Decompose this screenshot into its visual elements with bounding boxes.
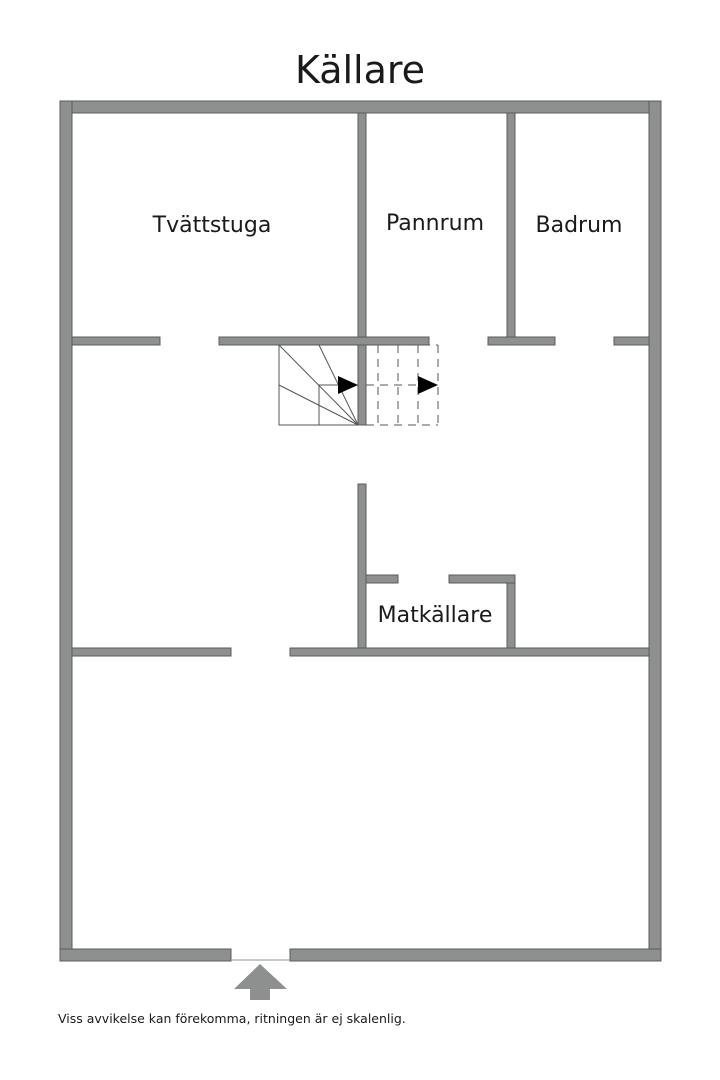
room-label-badrum: Badrum xyxy=(536,213,623,238)
stair-direction-arrow-icon xyxy=(338,376,358,394)
room-label-tvattstuga: Tvättstuga xyxy=(152,213,272,238)
stair-direction-arrow-icon xyxy=(418,376,438,394)
walls xyxy=(59,100,662,962)
entrance-arrow-up-icon xyxy=(234,964,287,1000)
room-labels: Tvättstuga Pannrum Badrum Matkällare xyxy=(152,211,623,628)
staircase xyxy=(278,344,439,426)
disclaimer-text: Viss avvikelse kan förekomma, ritningen … xyxy=(58,1011,406,1026)
room-label-matkallare: Matkällare xyxy=(378,603,493,628)
room-label-pannrum: Pannrum xyxy=(386,211,484,236)
floor-title: Källare xyxy=(294,48,426,92)
